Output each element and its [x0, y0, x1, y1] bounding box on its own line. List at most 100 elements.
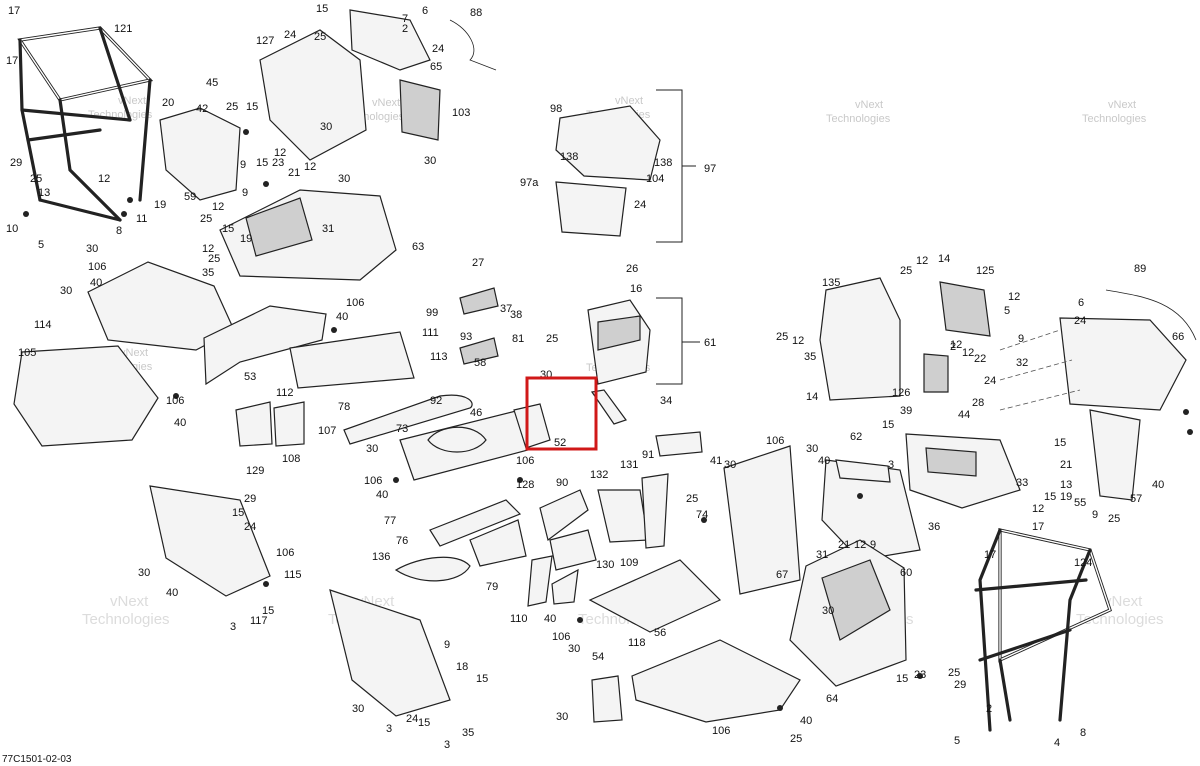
- callout: 15: [262, 605, 274, 617]
- callout: 62: [850, 431, 862, 443]
- callout: 59: [184, 191, 196, 203]
- callout: 117: [250, 615, 268, 627]
- diagram-code: 77C1501-02-03: [2, 754, 72, 765]
- callout: 97a: [520, 177, 539, 189]
- callout: 27: [472, 257, 484, 269]
- callout: 12: [962, 347, 974, 359]
- callout: 40: [818, 455, 830, 467]
- callout: 25: [226, 101, 238, 113]
- rear-roll-cage: [974, 528, 1112, 732]
- callout: 138: [560, 151, 578, 163]
- callout: 66: [1172, 331, 1184, 343]
- callout: 15: [246, 101, 258, 113]
- right-mid-panels: [723, 433, 1021, 687]
- callout: 52: [554, 437, 566, 449]
- callout: 93: [460, 331, 472, 343]
- callout: 15: [1054, 437, 1066, 449]
- callout: 125: [976, 265, 994, 277]
- callout: 19: [1060, 491, 1072, 503]
- callout: 4: [1054, 737, 1060, 749]
- callout: 89: [1134, 263, 1146, 275]
- callout: 25: [30, 173, 42, 185]
- callout: 40: [90, 277, 102, 289]
- callout: 30: [724, 459, 736, 471]
- callout: 30: [60, 285, 72, 297]
- callout: 20: [162, 97, 174, 109]
- callout: 15: [476, 673, 488, 685]
- callout: 16: [630, 283, 642, 295]
- callout: 131: [620, 459, 638, 471]
- callout: 106: [712, 725, 730, 737]
- callout: 2: [950, 341, 956, 353]
- callout: 15: [316, 3, 328, 15]
- callout: 108: [282, 453, 300, 465]
- callout: 15: [418, 717, 430, 729]
- callout: 64: [826, 693, 838, 705]
- center-lower-trims: [527, 473, 801, 723]
- callout: 12: [274, 147, 286, 159]
- callout: 23: [272, 157, 284, 169]
- callout: 25: [208, 253, 220, 265]
- callout: 19: [154, 199, 166, 211]
- callout: 9: [870, 539, 876, 551]
- callout: 63: [412, 241, 424, 253]
- callout: 30: [86, 243, 98, 255]
- callout: 106: [346, 297, 364, 309]
- callout: 104: [646, 173, 664, 185]
- right-console-tower: [587, 297, 703, 457]
- watermark-text: vNext: [120, 347, 148, 359]
- callout: 30: [424, 155, 436, 167]
- callout: 13: [1060, 479, 1072, 491]
- callout: 21: [288, 167, 300, 179]
- callout: 41: [710, 455, 722, 467]
- callout: 77: [384, 515, 396, 527]
- callout: 29: [954, 679, 966, 691]
- callout: 3: [888, 459, 894, 471]
- floor-pan-front: [219, 189, 397, 281]
- callout: 25: [900, 265, 912, 277]
- callout: 129: [246, 465, 264, 477]
- callout: 7: [402, 13, 408, 25]
- callout: 9: [242, 187, 248, 199]
- callout: 55: [1074, 497, 1086, 509]
- callout: 103: [452, 107, 470, 119]
- highlighted-part-52-box[interactable]: [525, 376, 598, 451]
- callout: 25: [546, 333, 558, 345]
- callout: 107: [318, 425, 336, 437]
- callout: 30: [338, 173, 350, 185]
- callout: 19: [240, 233, 252, 245]
- callout: 5: [954, 735, 960, 747]
- callout: 17: [6, 55, 18, 67]
- callout: 106: [276, 547, 294, 559]
- callout: 5: [38, 239, 44, 251]
- callout: 106: [88, 261, 106, 273]
- watermark-text: Technologies: [1082, 113, 1147, 125]
- callout: 28: [972, 397, 984, 409]
- callout: 67: [776, 569, 788, 581]
- callout: 12: [916, 255, 928, 267]
- callout: 9: [1092, 509, 1098, 521]
- callout: 58: [474, 357, 486, 369]
- callout: 17: [1032, 521, 1044, 533]
- callout: 110: [510, 613, 528, 625]
- callout: 6: [422, 5, 428, 17]
- callout: 3: [386, 723, 392, 735]
- callout: 54: [592, 651, 604, 663]
- callout: 40: [544, 613, 556, 625]
- callout: 130: [596, 559, 614, 571]
- callout: 40: [174, 417, 186, 429]
- callout: 99: [426, 307, 438, 319]
- callout: 30: [138, 567, 150, 579]
- callout: 40: [166, 587, 178, 599]
- callout: 24: [984, 375, 996, 387]
- callout: 45: [206, 77, 218, 89]
- watermark-text: vNext: [855, 99, 883, 111]
- callout: 9: [1018, 333, 1024, 345]
- callout: 106: [552, 631, 570, 643]
- callout: 57: [1130, 493, 1142, 505]
- callout: 15: [232, 507, 244, 519]
- callout: 24: [634, 199, 646, 211]
- callout: 12: [304, 161, 316, 173]
- callout: 37: [500, 303, 512, 315]
